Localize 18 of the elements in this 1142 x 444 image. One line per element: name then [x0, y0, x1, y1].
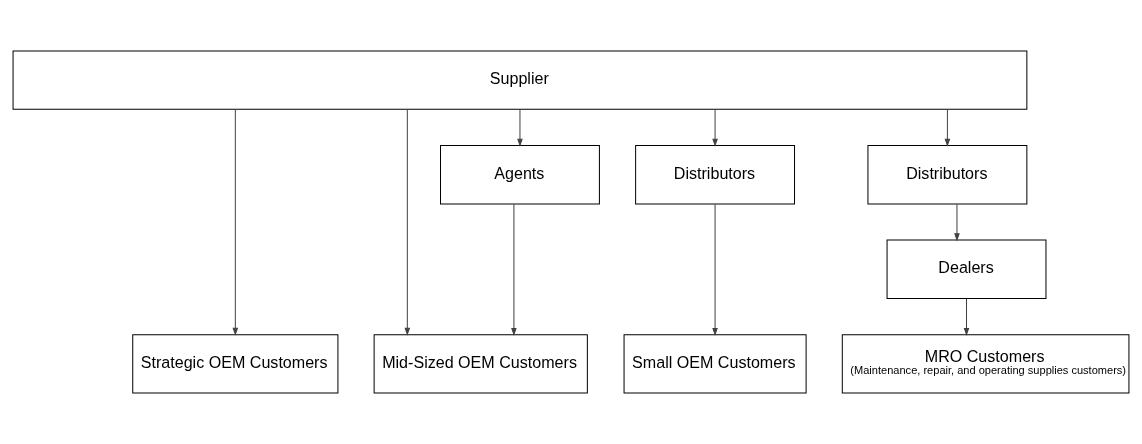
arrow — [963, 298, 970, 336]
node-box: Agents — [440, 145, 600, 205]
node-box: Supplier — [12, 50, 1028, 110]
arrow — [712, 109, 718, 147]
node-box: Small OEM Customers — [623, 334, 807, 394]
arrow — [517, 109, 523, 147]
arrow — [954, 203, 960, 242]
arrow — [511, 203, 517, 336]
node-box: Distributors — [635, 145, 796, 205]
node-box: MRO Customers (Maintenance, repair, and operating supplies customers) — [841, 334, 1130, 394]
node-box: Mid-Sized OEM Customers — [373, 334, 588, 394]
node-box: Strategic OEM Customers — [132, 334, 339, 394]
arrow — [944, 109, 951, 147]
arrow — [712, 203, 718, 336]
arrow — [232, 108, 239, 336]
node-box: Dealers — [886, 239, 1047, 299]
node-box: Distributors — [867, 145, 1028, 205]
arrow — [404, 108, 411, 336]
